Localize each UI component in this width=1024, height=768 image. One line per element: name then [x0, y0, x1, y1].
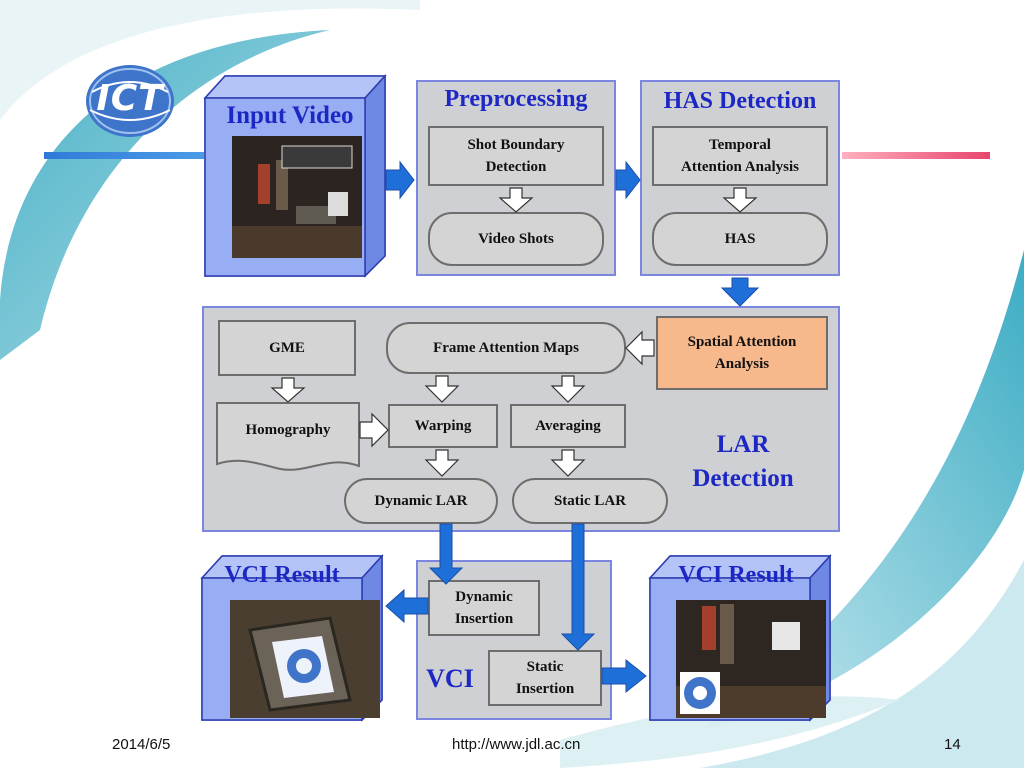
preprocessing-title: Preprocessing — [444, 86, 588, 112]
footer-date: 2014/6/5 — [112, 736, 171, 753]
video-shots-box: Video Shots — [428, 212, 604, 266]
hollow-arrow-gme-to-homography — [270, 377, 306, 403]
spatial-attention-box: Spatial Attention Analysis — [656, 316, 828, 390]
document-shape — [216, 402, 360, 471]
temporal-attention-box: Temporal Attention Analysis — [652, 126, 828, 186]
has-box: HAS — [652, 212, 828, 266]
arrow-dynamic-lar-to-insertion — [428, 523, 464, 585]
hollow-arrow-spatial-to-maps — [625, 330, 655, 366]
static-lar-box: Static LAR — [512, 478, 668, 524]
vci-title: VCI — [426, 664, 474, 693]
hollow-arrow-maps-to-averaging — [550, 375, 586, 403]
gme-box: GME — [218, 320, 356, 376]
static-insertion-frame-illustration — [676, 600, 826, 718]
hollow-arrow-shot-to-shots — [498, 187, 534, 213]
arrow-insertion-to-right-result — [601, 658, 647, 694]
averaging-box: Averaging — [510, 404, 626, 448]
hollow-arrow-maps-to-warping — [424, 375, 460, 403]
logo-globe-icon — [86, 65, 174, 137]
arrow-static-lar-to-insertion — [560, 523, 596, 651]
dynamic-lar-box: Dynamic LAR — [344, 478, 498, 524]
homography-box: Homography — [216, 402, 360, 474]
hollow-arrow-temporal-to-has — [722, 187, 758, 213]
input-video-image — [232, 136, 362, 258]
arrow-input-to-preprocessing — [385, 160, 415, 200]
hollow-arrow-homography-to-warping — [359, 412, 389, 448]
logo-text: ICT — [96, 78, 164, 119]
vci-result-left-title: VCI Result — [224, 562, 340, 588]
ict-logo: ICT — [82, 62, 178, 140]
video-frame-illustration — [232, 136, 362, 258]
arrow-has-to-lar — [720, 277, 760, 307]
lar-detection-title: LAR Detection — [692, 431, 794, 492]
static-insertion-box: Static Insertion — [488, 650, 602, 706]
vci-result-right-title: VCI Result — [678, 562, 794, 588]
has-detection-title: HAS Detection — [663, 88, 817, 114]
vci-result-right-image — [676, 600, 826, 718]
hollow-arrow-warping-to-dynamic — [424, 449, 460, 477]
frame-attention-maps-box: Frame Attention Maps — [386, 322, 626, 374]
dynamic-insertion-frame-illustration — [230, 600, 380, 718]
footer-url[interactable]: http://www.jdl.ac.cn — [452, 736, 581, 753]
homography-label: Homography — [245, 422, 331, 438]
arrow-preprocessing-to-has — [615, 160, 641, 200]
input-video-title: Input Video — [226, 102, 354, 129]
hollow-arrow-averaging-to-static — [550, 449, 586, 477]
warping-box: Warping — [388, 404, 498, 448]
dynamic-insertion-box: Dynamic Insertion — [428, 580, 540, 636]
footer-page-number: 14 — [944, 736, 961, 753]
shot-boundary-detection-box: Shot Boundary Detection — [428, 126, 604, 186]
arrow-insertion-to-left-result — [385, 588, 429, 624]
vci-result-left-image — [230, 600, 380, 718]
